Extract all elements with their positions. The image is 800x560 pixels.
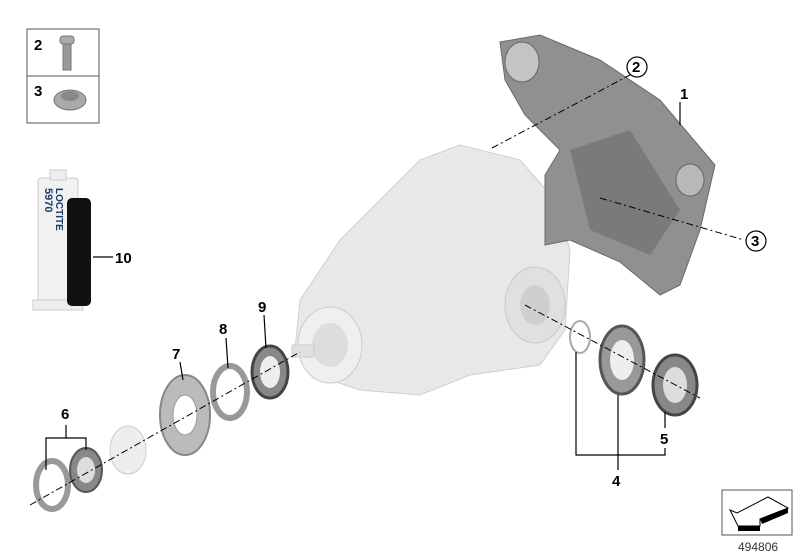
inset-box: 2 3 xyxy=(26,28,100,124)
differential-housing xyxy=(291,144,571,396)
axis-line-2 xyxy=(491,74,631,149)
callout-4: 4 xyxy=(612,473,621,490)
ring-8 xyxy=(210,363,250,421)
callout-9: 9 xyxy=(258,299,266,316)
ring-6a xyxy=(33,458,71,512)
callout-8: 8 xyxy=(219,321,227,338)
axis-line-3 xyxy=(599,197,745,241)
callout-1: 1 xyxy=(680,86,688,103)
leader-4 xyxy=(575,352,666,470)
leader-6 xyxy=(45,425,87,470)
sealant-brand: LOCTITE xyxy=(53,188,64,231)
axis-line-right xyxy=(524,304,701,399)
inset-label-2: 2 xyxy=(34,37,42,54)
seal-4 xyxy=(598,324,646,396)
callout-10: 10 xyxy=(115,250,132,267)
callout-6: 6 xyxy=(61,406,69,423)
callout-7: 7 xyxy=(172,346,180,363)
leader-9 xyxy=(263,314,267,349)
plug-icon xyxy=(53,89,87,111)
callout-2: 2 xyxy=(632,59,640,76)
callout-3: 3 xyxy=(751,233,759,250)
black-tube xyxy=(67,198,91,306)
axis-line-left xyxy=(29,351,301,506)
sealant-tube: LOCTITE 5970 xyxy=(32,169,91,311)
inset-label-3: 3 xyxy=(34,83,42,100)
diagram-number: 494806 xyxy=(738,540,779,554)
back-arrow-icon[interactable] xyxy=(721,489,793,536)
seal-9 xyxy=(250,344,290,400)
flange-nut xyxy=(109,425,147,475)
seal-6b xyxy=(69,447,103,493)
o-ring-4 xyxy=(569,320,591,354)
callout-3-circle xyxy=(745,230,767,252)
sealant-product: 5970 xyxy=(42,188,54,212)
leader-7 xyxy=(179,361,184,381)
ring-7 xyxy=(159,374,211,456)
leader-8 xyxy=(225,337,229,369)
bolt-icon xyxy=(59,35,75,71)
mounting-bracket xyxy=(499,34,716,296)
callout-5: 5 xyxy=(660,431,668,448)
callout-2-circle xyxy=(626,56,648,78)
